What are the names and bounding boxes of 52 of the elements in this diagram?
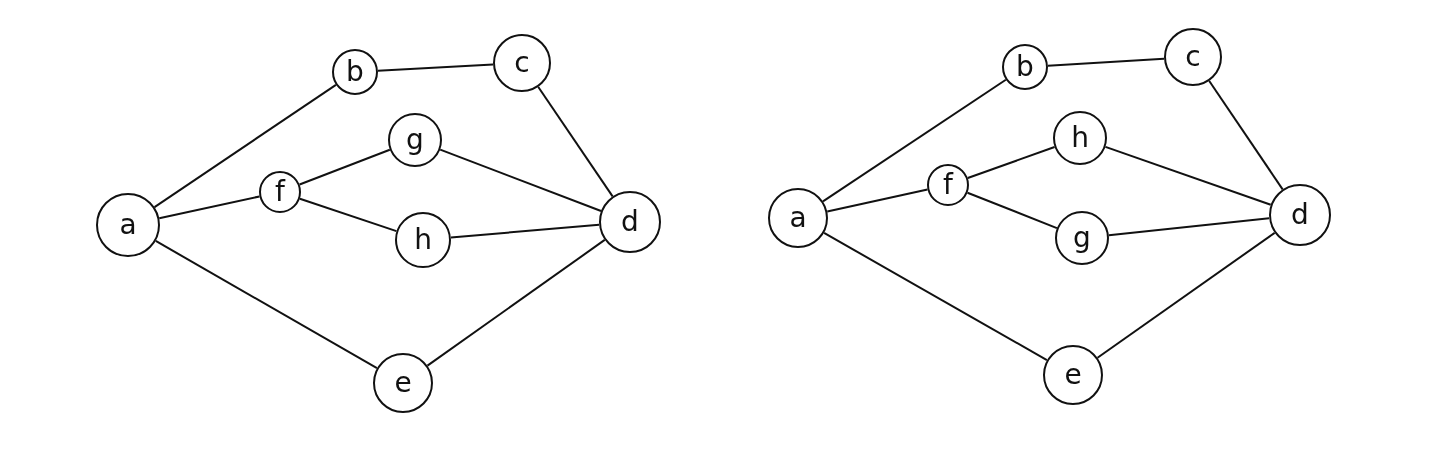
node-letter: d — [1291, 201, 1309, 229]
node-letter: e — [394, 369, 412, 397]
connector-line — [1096, 231, 1276, 359]
graph-node-circle — [1043, 345, 1103, 405]
graph-node-circle — [768, 188, 828, 248]
connector-line — [1104, 145, 1272, 206]
graph-node-circle — [1164, 28, 1222, 86]
node-letter: d — [621, 208, 639, 236]
graph-node-circle — [388, 113, 442, 167]
graph-node-circle — [1002, 44, 1048, 90]
graph-node-circle — [332, 49, 378, 95]
graph-node-circle — [259, 171, 301, 213]
node-letter: e — [1064, 361, 1082, 389]
graph-node-circle — [493, 34, 551, 92]
graph-node-circle — [373, 353, 433, 413]
connector-line — [966, 191, 1058, 230]
connector-line — [376, 63, 495, 72]
connector-line — [537, 86, 614, 198]
node-letter: g — [406, 126, 424, 154]
node-letter: f — [943, 171, 953, 199]
connector-line — [154, 239, 378, 370]
connector-line — [449, 223, 601, 239]
connector-line — [823, 231, 1048, 362]
connector-line — [822, 78, 1007, 203]
connector-line — [1208, 80, 1284, 191]
node-letter: g — [1073, 224, 1091, 252]
graph-node-circle — [1055, 211, 1109, 265]
node-letter: a — [119, 211, 137, 239]
node-letter: b — [346, 58, 364, 86]
node-letter: a — [789, 204, 807, 232]
node-letter: h — [414, 226, 432, 254]
graph-node-circle — [1053, 111, 1107, 165]
graph-node-circle — [96, 193, 160, 257]
connector-line — [826, 188, 929, 213]
graph-node-circle — [1269, 184, 1331, 246]
connector-line — [1107, 217, 1271, 237]
node-letter: c — [514, 49, 530, 77]
graph-node-circle — [395, 212, 451, 268]
connector-line — [158, 195, 261, 220]
node-letter: b — [1016, 53, 1034, 81]
connector-line — [298, 148, 391, 186]
connector-line — [1046, 57, 1166, 67]
graph-node-circle — [599, 191, 661, 253]
node-letter: f — [275, 178, 285, 206]
graph-node-circle — [927, 164, 969, 206]
node-letter: c — [1185, 43, 1201, 71]
connector-line — [966, 146, 1056, 179]
node-letter: h — [1071, 124, 1089, 152]
connector-line — [298, 197, 398, 233]
connector-line — [439, 148, 603, 212]
connector-line — [426, 238, 606, 367]
connector-line — [153, 83, 337, 209]
